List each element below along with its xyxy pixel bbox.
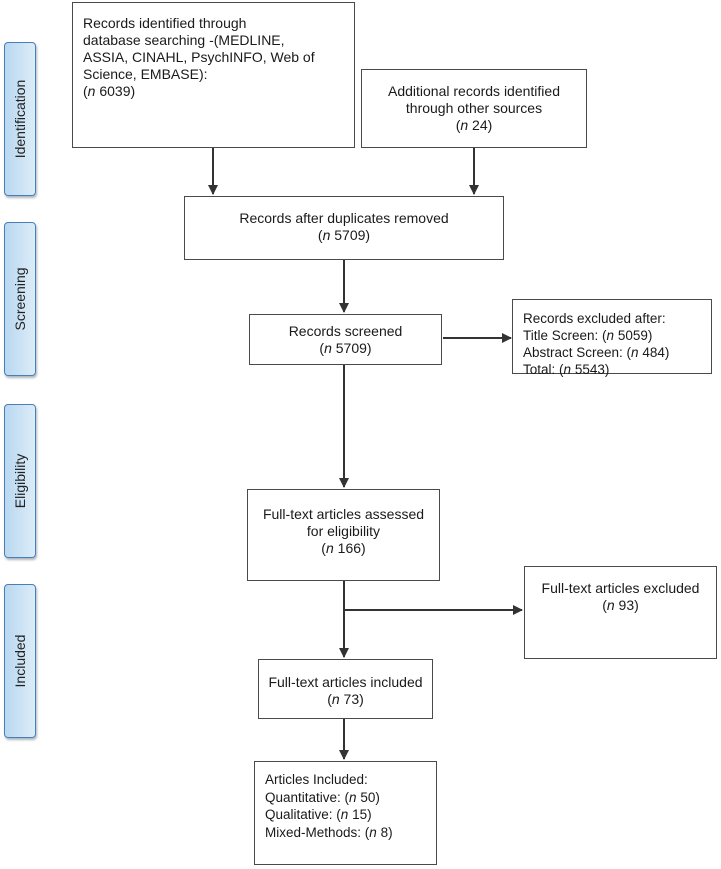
stage-screening: Screening [4, 222, 36, 376]
excluded-item: Total: (n 5543) [523, 362, 610, 377]
excluded-item: Abstract Screen: (n 484) [523, 345, 670, 360]
excluded-item: Title Screen: (n 5059) [523, 328, 653, 343]
count: (n 93) [602, 597, 639, 613]
stage-eligibility: Eligibility [4, 404, 36, 558]
count: (n 5709) [317, 227, 371, 243]
count: (n 73) [327, 691, 364, 707]
included-item: Qualitative: (n 15) [265, 807, 372, 822]
box-additional-records: Additional records identified through ot… [361, 69, 587, 148]
box-records-screened: Records screened (n 5709) [249, 314, 442, 365]
count: (n 5709) [319, 340, 372, 356]
stage-included: Included [4, 584, 36, 738]
included-item: Mixed-Methods: (n 8) [265, 824, 393, 840]
box-records-excluded: Records excluded after: Title Screen: (n… [512, 299, 712, 377]
box-after-duplicates: Records after duplicates removed (n 5709… [184, 196, 504, 260]
included-item: Quantitative: (n 50) [265, 789, 380, 805]
box-fulltext-assessed: Full-text articles assessed for eligibil… [247, 489, 440, 581]
box-articles-included: Articles Included: Quantitative: (n 50) … [254, 761, 437, 865]
box-fulltext-excluded: Full-text articles excluded (n 93) [524, 566, 717, 659]
box-database-records: Records identified through database sear… [72, 2, 355, 148]
count: (n 166) [321, 540, 366, 556]
count: (n 24) [455, 117, 493, 133]
box-fulltext-included: Full-text articles included (n 73) [258, 659, 433, 719]
count: (n 6039) [83, 83, 136, 99]
stage-identification: Identification [4, 42, 36, 196]
